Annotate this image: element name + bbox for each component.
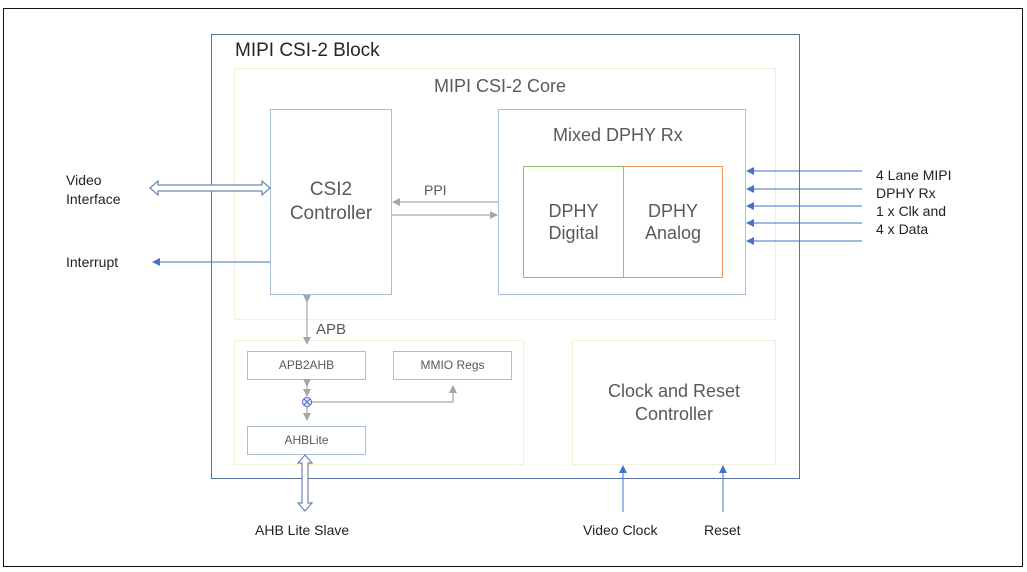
diagram-frame [3, 8, 1023, 567]
interrupt-label: Interrupt [66, 254, 119, 270]
mixed-dphy-rx [498, 109, 746, 295]
mipi-input-label: 4 Lane MIPI DPHY Rx 1 x Clk and 4 x Data [876, 166, 952, 238]
block-title: MIPI CSI-2 Block [235, 40, 380, 61]
mipi-input-line1: 4 Lane MIPI [876, 167, 952, 183]
mmio-regs-label: MMIO Regs [420, 358, 485, 372]
video-clock-label: Video Clock [583, 522, 658, 538]
ahblite-label: AHBLite [284, 433, 329, 447]
mipi-input-line2: DPHY Rx [876, 185, 936, 201]
video-interface-line2: Interface [66, 191, 121, 207]
bus-subsystem [234, 340, 524, 465]
mmio-regs: MMIO Regs [393, 351, 512, 380]
ppi-label: PPI [424, 182, 447, 198]
mipi-input-line4: 4 x Data [876, 221, 929, 237]
dphy-digital-line2: Digital [548, 223, 599, 243]
dphy-analog-line2: Analog [644, 223, 702, 243]
dphy-digital-line1: DPHY [548, 200, 599, 221]
clock-reset-line2: Controller [634, 403, 713, 424]
csi2-controller-line1: CSI2 [309, 179, 353, 201]
csi2-controller-line2: Controller [289, 203, 373, 224]
mipi-input-line3: 1 x Clk and [876, 203, 947, 219]
video-interface-label: Video Interface [66, 171, 120, 209]
apb-label: APB [316, 321, 347, 338]
video-interface-line1: Video [66, 172, 102, 188]
dphy-rx-title: Mixed DPHY Rx [553, 125, 683, 145]
core-title: MIPI CSI-2 Core [434, 76, 567, 96]
mipi-csi2-block [211, 34, 800, 479]
dphy-analog-line1: DPHY [647, 200, 698, 221]
ahb-lite-slave-label: AHB Lite Slave [255, 522, 350, 538]
clock-reset-line1: Clock and Reset [607, 381, 741, 401]
ahblite: AHBLite [247, 426, 366, 455]
apb2ahb: APB2AHB [247, 351, 366, 380]
apb2ahb-label: APB2AHB [278, 358, 335, 372]
reset-label: Reset [704, 522, 741, 538]
